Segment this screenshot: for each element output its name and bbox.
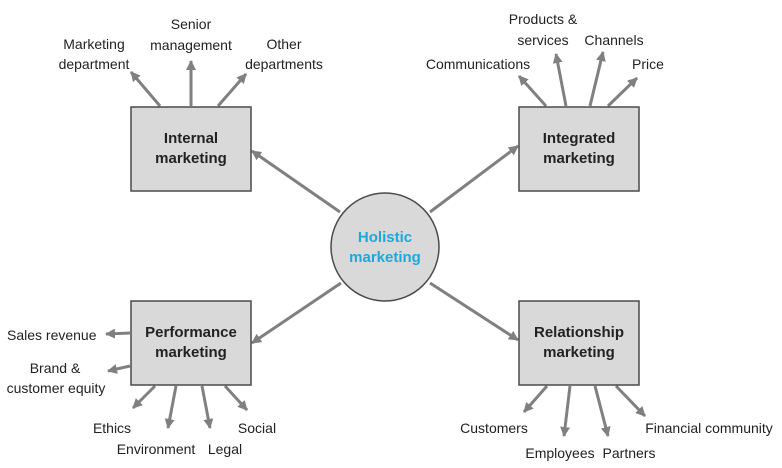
label-brand-equity-line2: customer equity [7,380,106,396]
label-employees: Employees [525,445,594,461]
arrow-sales-revenue [105,328,131,339]
internal-marketing-line1: Internal [164,130,218,147]
arrow-communications [517,74,548,108]
label-brand-equity-line1: Brand & [30,360,81,376]
label-senior-management-line2: management [150,37,232,53]
arrow-marketing-department [129,71,162,107]
label-marketing-department-line1: Marketing [63,36,124,52]
holistic-line2: marketing [349,249,421,266]
label-communications: Communications [426,56,530,72]
connector-integrated [429,144,519,214]
arrow-customers [522,385,549,413]
label-other-departments-line1: Other [266,36,301,52]
label-environment: Environment [117,441,196,457]
connector-internal [251,149,341,214]
arrow-legal [200,385,214,429]
relationship-marketing-line2: marketing [543,344,615,361]
label-price: Price [632,56,664,72]
performance-marketing-box: Performance marketing [130,300,252,386]
performance-marketing-line1: Performance [145,324,237,341]
label-ethics: Ethics [93,420,131,436]
arrow-environment [164,385,178,429]
label-marketing-department-line2: department [59,56,130,72]
label-social: Social [238,420,276,436]
integrated-marketing-line2: marketing [543,150,615,167]
arrow-products-services [552,53,568,107]
arrow-ethics [131,384,157,410]
arrow-price [606,76,639,108]
arrow-brand-equity [107,364,131,374]
relationship-marketing-box: Relationship marketing [518,300,640,386]
label-senior-management-line1: Senior [171,16,212,32]
arrow-financial-community [614,384,647,418]
label-other-departments-line2: departments [245,56,323,72]
arrow-employees [560,385,572,437]
connector-performance [251,281,342,345]
label-customers: Customers [460,420,528,436]
holistic-line1: Holistic [358,229,412,246]
label-products-services-line1: Products & [509,11,578,27]
label-sales-revenue: Sales revenue [7,327,97,343]
holistic-marketing-circle: Holistic marketing [330,192,440,302]
relationship-marketing-line1: Relationship [534,324,624,341]
arrow-partners [593,385,611,437]
label-products-services-line2: services [517,32,568,48]
performance-marketing-line2: marketing [155,344,227,361]
arrow-other-departments [216,73,248,107]
integrated-marketing-box: Integrated marketing [518,106,640,192]
label-financial-community: Financial community [645,420,773,436]
label-partners: Partners [603,445,656,461]
label-legal: Legal [208,441,242,457]
arrow-channels [588,51,606,107]
internal-marketing-line2: marketing [155,150,227,167]
connector-relationship [429,281,519,342]
label-channels: Channels [584,32,643,48]
internal-marketing-box: Internal marketing [130,106,252,192]
integrated-marketing-line1: Integrated [543,130,616,147]
arrow-social [223,384,249,412]
